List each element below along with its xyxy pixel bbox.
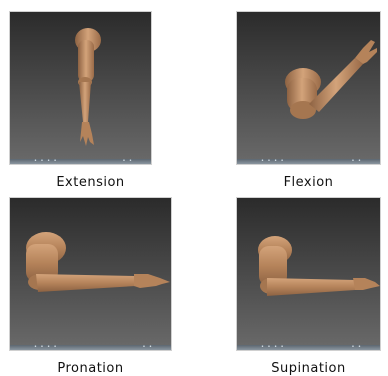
statusbar-left: • • • • xyxy=(261,159,285,164)
statusbar-right: • • xyxy=(352,345,363,350)
viewport-supination[interactable]: • • • • • • xyxy=(237,198,380,350)
statusbar-left: • • • • xyxy=(34,345,58,350)
caption-flexion: Flexion xyxy=(237,175,380,190)
viewport-statusbar: • • • • • • xyxy=(237,345,380,350)
arm-extension-illustration xyxy=(10,12,151,164)
statusbar-right: • • xyxy=(123,159,134,164)
statusbar-right: • • xyxy=(352,159,363,164)
viewport-extension[interactable]: • • • • • • xyxy=(10,12,151,164)
viewport-statusbar: • • • • • • xyxy=(237,159,380,164)
caption-supination: Supination xyxy=(237,361,380,376)
statusbar-left: • • • • xyxy=(34,159,58,164)
caption-pronation: Pronation xyxy=(10,361,171,376)
viewport-statusbar: • • • • • • xyxy=(10,159,151,164)
arm-supination-illustration xyxy=(237,198,380,350)
caption-extension: Extension xyxy=(10,175,171,190)
viewport-flexion[interactable]: • • • • • • xyxy=(237,12,380,164)
viewport-pronation[interactable]: • • • • • • xyxy=(10,198,171,350)
viewport-statusbar: • • • • • • xyxy=(10,345,171,350)
arm-pronation-illustration xyxy=(10,198,171,350)
arm-flexion-illustration xyxy=(237,12,380,164)
statusbar-left: • • • • xyxy=(261,345,285,350)
statusbar-right: • • xyxy=(143,345,154,350)
